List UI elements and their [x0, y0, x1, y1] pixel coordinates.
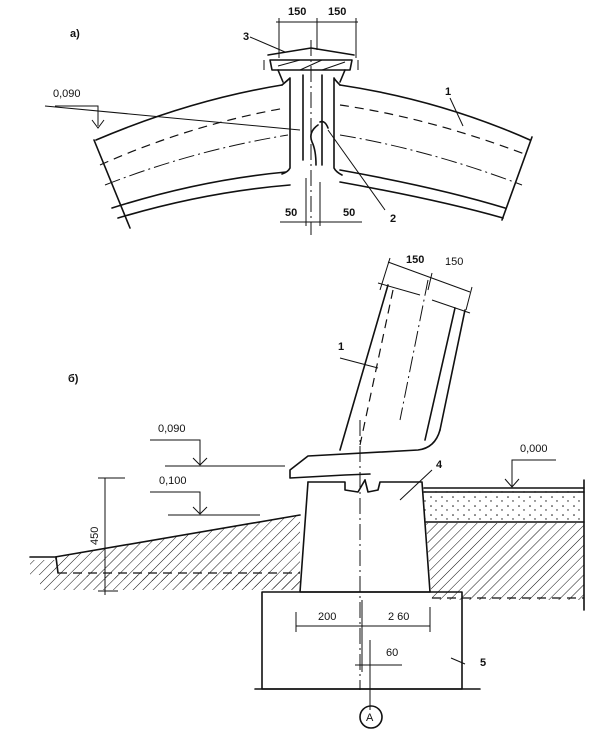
hinge-joint — [263, 40, 359, 235]
arch-left-half — [93, 77, 291, 229]
dim-b-top-left: 150 — [406, 254, 424, 266]
axis-marker-label: А — [366, 712, 374, 724]
elevation-leader-a — [44, 105, 301, 131]
callout-b-5: 5 — [480, 657, 486, 669]
callout-b-4: 4 — [436, 459, 443, 471]
dim-a-top-left: 150 — [288, 6, 306, 18]
dim-a-top-right: 150 — [328, 6, 346, 18]
arch-leg — [289, 279, 471, 479]
elevation-label-a: 0,090 — [53, 88, 81, 100]
support-block — [299, 420, 431, 690]
dim-b-offset: 60 — [386, 647, 398, 659]
arch-right-half — [333, 77, 533, 221]
callout-a-3: 3 — [243, 31, 249, 43]
part-b-label: б) — [68, 373, 79, 385]
callout-a-1: 1 — [445, 86, 451, 98]
hinge-cap — [269, 59, 353, 71]
elevation-label-b1: 0,090 — [158, 423, 186, 435]
part-a-label: а) — [70, 28, 80, 40]
axis-marker-circle — [359, 705, 383, 729]
dim-b-footing-left: 200 — [318, 611, 336, 623]
dim-b-footing-right: 2 60 — [388, 611, 409, 623]
dim-a-bottom-right: 50 — [343, 207, 355, 219]
ground-left — [29, 514, 301, 590]
callout-a-2: 2 — [390, 213, 396, 225]
dim-b-height: 450 — [89, 527, 101, 545]
elevation-label-b2: 0,100 — [159, 475, 187, 487]
ground-right — [423, 479, 585, 611]
part-b-view: б) — [29, 254, 585, 729]
part-a-view: а) — [44, 6, 533, 235]
elevation-label-b3: 0,000 — [520, 443, 548, 455]
callout-b-1: 1 — [338, 341, 344, 353]
dim-b-top-right: 150 — [445, 256, 463, 268]
dim-a-bottom-left: 50 — [285, 207, 297, 219]
